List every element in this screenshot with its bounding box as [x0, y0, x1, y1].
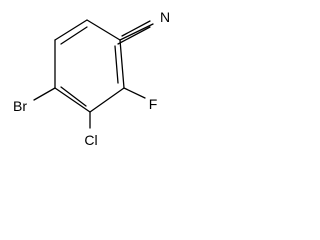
c-br-bond: [33, 87, 56, 101]
ring-bond-c1-c2: [119, 39, 125, 89]
chlorine-substituent: Cl: [84, 111, 98, 148]
bromine-substituent: Br: [13, 87, 56, 114]
nitrile-group: N: [117, 9, 170, 45]
benzene-ring: [54, 19, 125, 113]
c-f-bond: [123, 87, 146, 99]
ring-bond-c5-c6: [54, 19, 88, 41]
nitrile-triple-bond-1: [119, 23, 154, 41]
nitrile-triple-bond-2: [121, 20, 151, 37]
chlorine-label: Cl: [84, 132, 97, 148]
fluorine-substituent: F: [123, 87, 158, 112]
fluorine-label: F: [149, 96, 158, 112]
ring-double-bond-inner-2: [60, 86, 87, 107]
ring-bond-c2-c3: [89, 87, 125, 113]
ring-bond-c3-c4: [54, 87, 91, 113]
bromine-label: Br: [13, 98, 27, 114]
chemical-structure-diagram: N F Cl Br: [13, 9, 170, 148]
ring-bond-c6-c1: [86, 19, 121, 41]
ring-double-bond-inner-3: [60, 26, 88, 45]
nitrile-triple-bond-3: [117, 26, 151, 45]
ring-double-bond-inner-1: [114, 45, 119, 84]
nitrogen-label: N: [160, 9, 170, 25]
